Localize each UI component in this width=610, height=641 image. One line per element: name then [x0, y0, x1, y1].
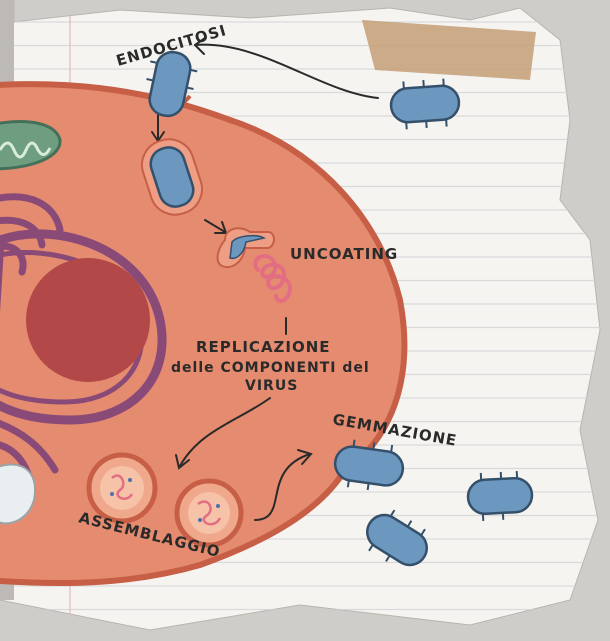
assembly-vesicle-1	[89, 455, 155, 521]
label-virus: VIRUS	[245, 378, 298, 394]
label-replicazione: REPLICAZIONE	[196, 338, 331, 356]
nucleolus	[26, 258, 150, 382]
label-componenti: delle COMPONENTI del	[171, 360, 370, 376]
label-uncoating: UNCOATING	[290, 245, 398, 263]
